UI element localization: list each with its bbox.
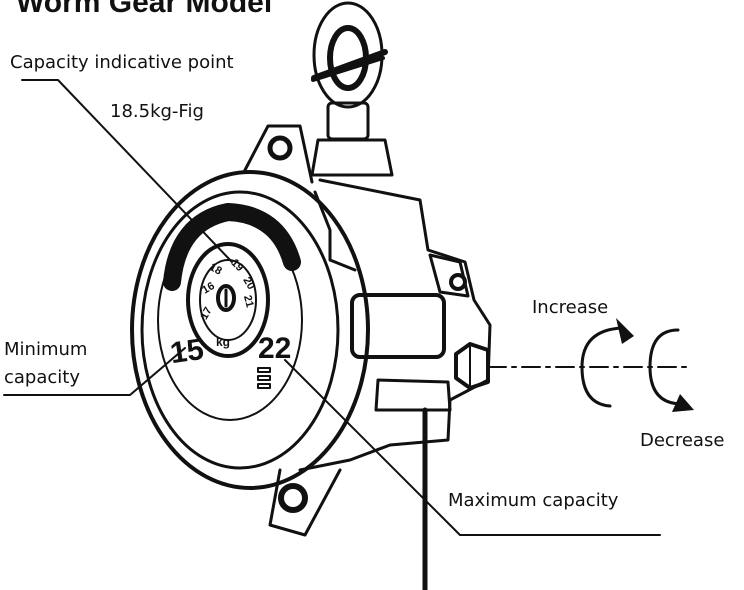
- dial-markings: 15 22 kg 18 19 20 21 16 17: [168, 257, 291, 370]
- label-maximum-capacity: Maximum capacity: [448, 490, 619, 511]
- dial-scale-number: 21: [241, 294, 256, 309]
- label-decrease: Decrease: [640, 430, 725, 451]
- dial-max-value: 22: [258, 332, 291, 365]
- dial-scale-number: 17: [198, 305, 215, 322]
- dial-scale-number: 18: [207, 261, 224, 278]
- leader-maximum: [284, 359, 661, 536]
- leader-minimum: [3, 347, 186, 396]
- dial: [163, 203, 301, 358]
- leader-lines: [3, 79, 661, 536]
- adjusting-bolt: [454, 342, 490, 390]
- increase-arrow-icon: [580, 318, 634, 408]
- cover-hatch-marks: [257, 367, 271, 389]
- label-increase: Increase: [532, 297, 609, 318]
- dial-unit: kg: [216, 335, 230, 349]
- label-minimum-capacity: Minimum capacity: [4, 336, 87, 392]
- dial-min-value: 15: [168, 333, 206, 370]
- leader-capacity-point: [21, 79, 233, 263]
- top-lug: [243, 124, 314, 184]
- decrease-arrow-icon: [648, 328, 694, 412]
- label-minimum-line2: capacity: [4, 367, 80, 388]
- housing-body: [298, 178, 492, 472]
- dial-scale-number: 20: [240, 275, 257, 292]
- eye-hook: [310, 1, 394, 177]
- page-title: Worm Gear Model: [16, 0, 273, 19]
- label-figure-reference: 18.5kg-Fig: [110, 101, 204, 122]
- dial-scale-number: 16: [200, 280, 217, 297]
- bottom-lug: [268, 468, 342, 537]
- label-capacity-indicative-point: Capacity indicative point: [10, 52, 234, 73]
- label-minimum-line1: Minimum: [4, 339, 88, 360]
